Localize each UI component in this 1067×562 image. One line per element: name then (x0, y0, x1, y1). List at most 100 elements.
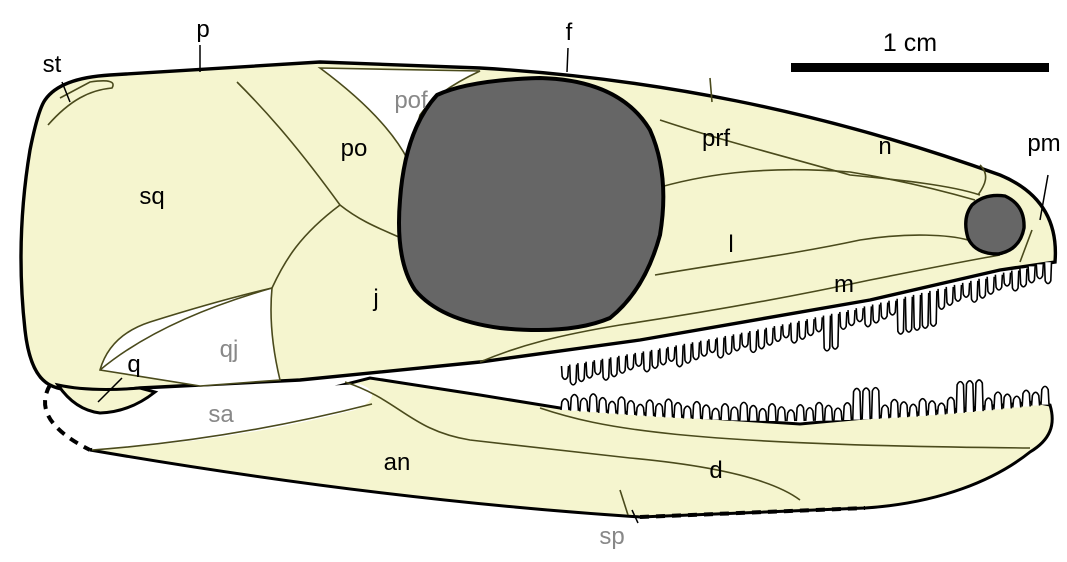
upper-tooth (896, 298, 905, 335)
lower-tooth (616, 396, 627, 415)
dentary-suture (539, 407, 1031, 449)
upper-tooth (839, 311, 848, 331)
lower-tooth (964, 380, 975, 413)
upper-tooth (970, 280, 979, 303)
angular-suture (344, 381, 801, 501)
upper-tooth (945, 286, 955, 306)
upper-tooth (560, 365, 570, 381)
lower-tooth (974, 379, 984, 412)
upper-tooth (937, 288, 946, 310)
lower-tooth (673, 401, 683, 418)
label-p: p (196, 16, 209, 43)
upper-tooth (634, 352, 643, 367)
lower-tooth (682, 405, 693, 419)
upper-tooth (978, 278, 987, 299)
lower-tooth (579, 397, 589, 412)
label-m: m (834, 271, 854, 298)
lower-tooth (701, 404, 711, 420)
upper-tooth (740, 332, 750, 348)
upper-tooth (806, 319, 815, 337)
upper-tooth (822, 315, 832, 352)
lower-tooth (757, 407, 768, 421)
lower-tooth (1030, 391, 1041, 406)
lower-tooth (842, 402, 853, 421)
orbit (397, 75, 666, 333)
lower-tooth (739, 401, 749, 421)
upper-tooth (1019, 268, 1028, 288)
label-pm: pm (1027, 130, 1060, 157)
lower-teeth (560, 379, 1050, 422)
upper-tooth (618, 355, 627, 374)
label-j: j (372, 285, 378, 312)
upper-teeth (560, 262, 1053, 386)
upper-tooth (642, 351, 652, 373)
label-po: po (341, 135, 368, 162)
upper-tooth (953, 284, 963, 302)
upper-tooth (683, 343, 693, 364)
upper-tooth (1027, 266, 1036, 284)
label-st: st (43, 51, 62, 78)
lower-tooth (691, 400, 702, 419)
lower-tooth (899, 401, 909, 418)
lower-tooth (955, 380, 966, 413)
quadrate-bone (54, 382, 159, 415)
lower-tooth (663, 398, 674, 418)
upper-tooth (986, 276, 995, 295)
lower-tooth (833, 407, 843, 421)
label-sp: sp (599, 523, 624, 550)
lower-tooth (880, 404, 890, 419)
lower-tooth (936, 402, 947, 415)
lower-tooth (720, 403, 730, 421)
lower-tooth (1011, 395, 1022, 408)
upper-tooth (847, 310, 856, 327)
lower-tooth (823, 404, 834, 421)
leader-lines (61, 45, 1049, 524)
label-qj: qj (220, 336, 239, 363)
naris (964, 193, 1026, 256)
lower-tooth (597, 396, 608, 413)
lower-tooth (710, 407, 721, 420)
label-sa: sa (208, 401, 234, 428)
lower-tooth (889, 398, 900, 418)
jaw-dashed-front (43, 384, 91, 452)
upper-tooth (879, 302, 889, 320)
upper-tooth (888, 300, 897, 316)
upper-tooth (830, 313, 840, 350)
upper-tooth (675, 345, 684, 368)
scale-bar (791, 63, 1049, 72)
lower-tooth (1021, 389, 1031, 407)
upper-tooth (585, 361, 594, 379)
upper-tooth (961, 282, 971, 298)
label-an: an (384, 449, 411, 476)
upper-tooth (781, 324, 791, 339)
upper-tooth (789, 322, 799, 344)
upper-tooth (798, 320, 807, 340)
upper-tooth (650, 349, 660, 369)
upper-tooth (593, 360, 603, 376)
label-sq: sq (139, 183, 164, 210)
lower-tooth (1040, 385, 1050, 405)
lower-tooth (767, 403, 777, 422)
label-l: l (728, 231, 733, 258)
lower-tooth (588, 393, 599, 413)
lower-tooth (814, 401, 824, 421)
lower-tooth (908, 403, 919, 417)
upper-tooth (716, 337, 725, 359)
label-prf: prf (702, 125, 730, 152)
upper-tooth (912, 294, 922, 331)
upper-tooth (626, 354, 635, 371)
lower-tooth (644, 399, 655, 417)
splenial-suture (619, 489, 629, 516)
upper-tooth (699, 340, 709, 357)
label-pof: pof (394, 87, 428, 114)
lower-tooth (776, 406, 787, 422)
upper-tooth (871, 304, 881, 324)
lower-tooth (748, 404, 759, 421)
upper-tooth (929, 290, 938, 327)
lower-tooth (993, 391, 1003, 410)
lower-tooth (851, 387, 862, 420)
upper-tooth (568, 364, 578, 386)
lower-tooth (560, 398, 570, 411)
